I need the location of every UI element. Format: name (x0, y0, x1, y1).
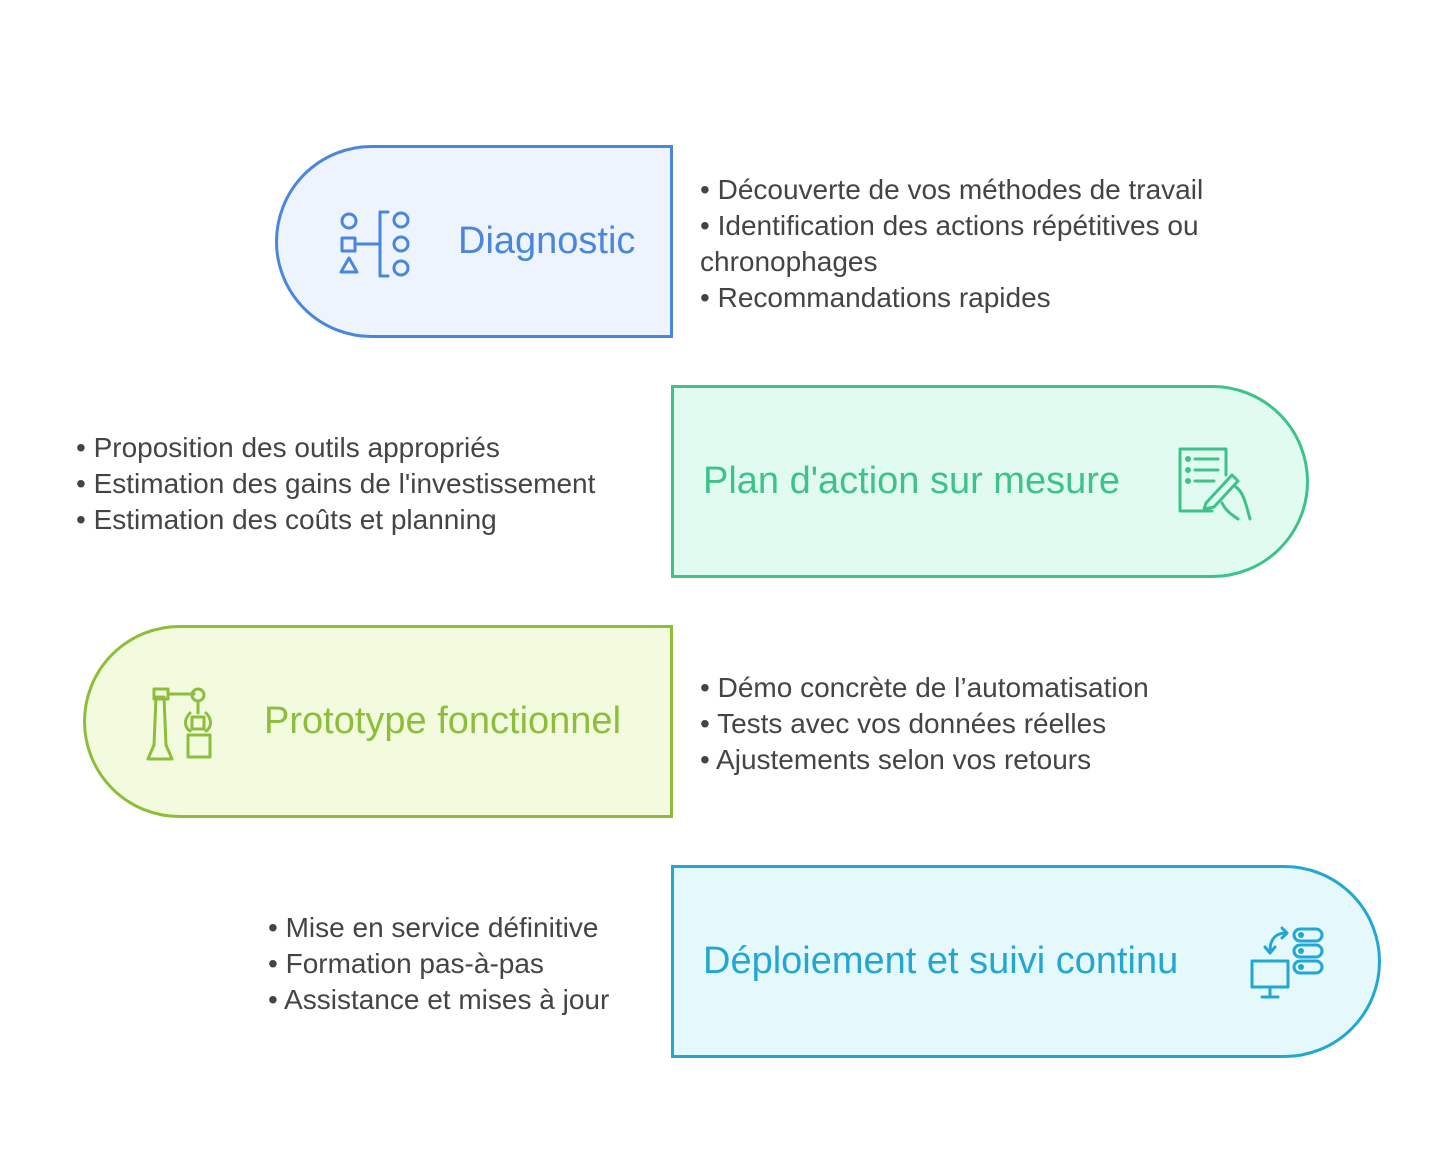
shapes-mapping-icon (339, 210, 410, 278)
bullet-list: Découverte de vos méthodes de travail Id… (700, 172, 1300, 316)
step-diagnostic: Diagnostic (275, 145, 673, 338)
list-item: Démo concrète de l’automatisation (700, 670, 1300, 706)
list-item: Formation pas-à-pas (268, 946, 668, 982)
robot-arm-icon (146, 687, 212, 761)
list-item: Assistance et mises à jour (268, 982, 668, 1018)
bullet-list: Démo concrète de l’automatisation Tests … (700, 670, 1300, 778)
list-item: Recommandations rapides (700, 280, 1300, 316)
list-item: Estimation des coûts et planning (76, 502, 656, 538)
step-title: Diagnostic (458, 220, 636, 262)
list-item: Proposition des outils appropriés (76, 430, 656, 466)
list-item: Mise en service définitive (268, 910, 668, 946)
step-plan-action: Plan d'action sur mesure (671, 385, 1309, 578)
step-title: Plan d'action sur mesure (703, 460, 1121, 502)
bullet-list: Proposition des outils appropriés Estima… (76, 430, 656, 538)
list-item: Estimation des gains de l'investissement (76, 466, 656, 502)
list-item: Ajustements selon vos retours (700, 742, 1300, 778)
list-item: Découverte de vos méthodes de travail (700, 172, 1300, 208)
step-title: Déploiement et suivi continu (703, 940, 1179, 982)
document-writing-icon (1178, 447, 1252, 521)
computer-server-sync-icon (1250, 926, 1324, 999)
list-item: Identification des actions répétitives o… (700, 208, 1300, 280)
bullet-list: Mise en service définitive Formation pas… (268, 910, 668, 1018)
list-item: Tests avec vos données réelles (700, 706, 1300, 742)
step-title: Prototype fonctionnel (264, 700, 622, 742)
step-prototype: Prototype fonctionnel (83, 625, 673, 818)
step-deploiement: Déploiement et suivi continu (671, 865, 1381, 1058)
